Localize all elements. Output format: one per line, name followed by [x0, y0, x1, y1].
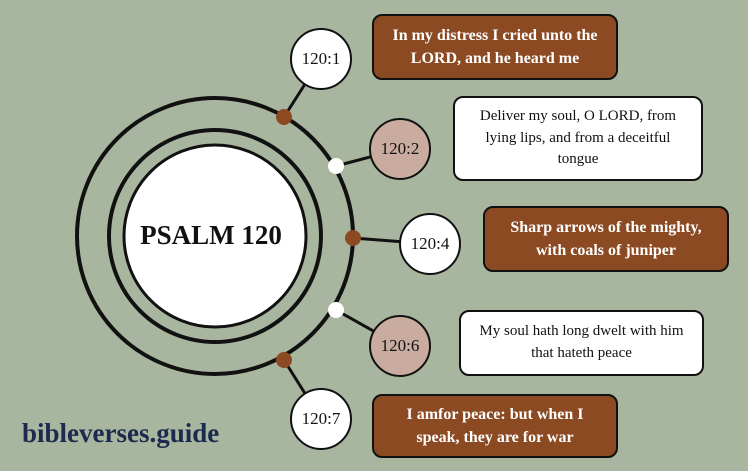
ref-label-120-1: 120:1 [302, 49, 341, 68]
ref-label-120-6: 120:6 [381, 336, 420, 355]
middle-ring [107, 128, 323, 344]
dot-120-7 [276, 352, 292, 368]
dot-120-2 [328, 158, 344, 174]
ref-label-120-4: 120:4 [411, 234, 450, 253]
dot-120-4 [345, 230, 361, 246]
ref-circle-120-1 [290, 28, 352, 90]
verse-box-120-6: My soul hath long dwelt with him that ha… [459, 310, 704, 376]
ref-circle-120-2 [369, 118, 431, 180]
verse-box-120-1: In my distress I cried unto the LORD, an… [372, 14, 618, 80]
dot-120-6 [328, 302, 344, 318]
ref-circle-120-4 [399, 213, 461, 275]
ref-circle-120-7 [290, 388, 352, 450]
ref-label-120-2: 120:2 [381, 139, 420, 158]
verse-box-120-2: Deliver my soul, O LORD, from lying lips… [453, 96, 703, 181]
verse-box-120-7: I amfor peace: but when I speak, they ar… [372, 394, 618, 458]
ref-label-120-7: 120:7 [302, 409, 341, 428]
dot-120-1 [276, 109, 292, 125]
center-title: PSALM 120 [140, 220, 282, 250]
brand-logo-text: bibleverses.guide [22, 418, 220, 448]
center-circle [122, 143, 308, 329]
verse-box-120-4: Sharp arrows of the mighty, with coals o… [483, 206, 729, 272]
ref-circle-120-6 [369, 315, 431, 377]
